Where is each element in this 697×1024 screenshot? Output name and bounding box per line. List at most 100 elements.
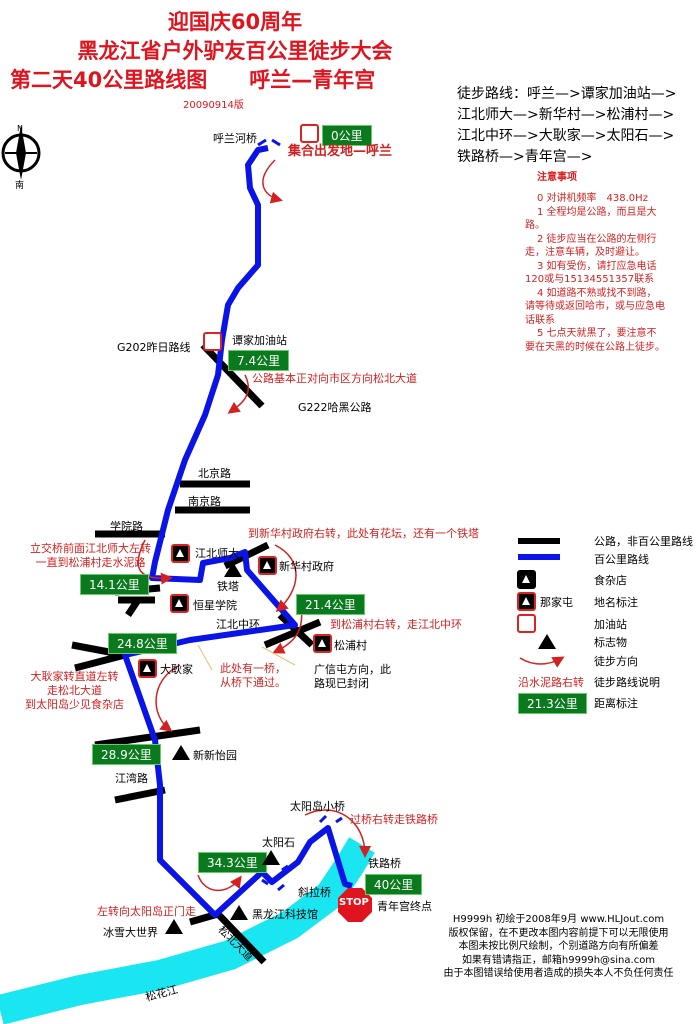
place-icon <box>258 556 277 575</box>
label-g222: G222哈黑公路 <box>298 401 372 414</box>
direction-arrow <box>137 539 173 585</box>
instruction-xinhua: 到新华村政府右转，此处有花坛，还有一个铁塔 <box>248 527 479 540</box>
hiking-route <box>122 145 353 918</box>
instruction-songpu: 到松浦村右转，走江北中环 <box>330 618 462 631</box>
landmark-icon <box>224 562 242 577</box>
footer-credits: H9999h 初绘于2008年9月 www.HLJout.com 版权保留，在不… <box>420 913 697 981</box>
direction-arrow <box>519 656 565 668</box>
road-2890 <box>94 726 201 749</box>
legend-sample: 沿水泥路右转 <box>518 676 584 689</box>
place-icon <box>313 634 332 653</box>
distance-40: 40公里 <box>365 874 423 895</box>
distance-34-3: 34.3公里 <box>198 852 267 873</box>
legend-label: 徒步方向 <box>594 655 638 668</box>
instruction-lijiao: 立交桥前面江北师大左转 一直到松浦村走水泥路 <box>30 542 151 569</box>
label-beijing-rd: 北京路 <box>198 467 231 480</box>
legend-label: 加油站 <box>594 618 627 631</box>
landmark-icon <box>230 905 248 920</box>
label-taiyangshi: 太阳石 <box>262 836 295 849</box>
gas-station-icon <box>517 614 536 633</box>
label-tanjia: 谭家加油站 <box>232 334 287 347</box>
notes-title: 注意事项 <box>537 172 577 183</box>
footer-line: 版权保留，在不更改本图内容前提下可以无限使用 <box>448 927 669 939</box>
route-line: 徒步路线：呼兰—>谭家加油站—> <box>457 86 677 102</box>
direction-arrow <box>262 159 283 204</box>
direction-arrows <box>137 159 371 892</box>
label-nanjing-rd: 南京路 <box>188 495 221 508</box>
route-line: 铁路桥—>青年宫—> <box>457 149 593 165</box>
compass-north: N <box>17 124 23 133</box>
note-item: 0 对讲机频率 438.0Hz <box>537 193 648 204</box>
note-item: 4 如道路不熟或找不到路，请等待或返回哈市，或与应急电话联系 <box>525 287 665 326</box>
landmark-icon <box>165 919 183 934</box>
distance-0: 0公里 <box>322 125 372 146</box>
route-line: 江北师大—>新华村—>松浦村—> <box>457 107 675 123</box>
legend-route-swatch <box>518 554 560 560</box>
footer-line: 如果有错请指正，邮箱h9999h@sina.com <box>461 954 656 966</box>
songhua-river <box>0 837 375 1024</box>
compass-icon <box>1 125 41 180</box>
instruction-taiyangdao: 左转向太阳岛正门走 <box>97 905 196 918</box>
label-hulan-bridge: 呼兰河桥 <box>213 132 257 145</box>
distance-7-4: 7.4公里 <box>228 350 290 371</box>
label-g202: G202昨日路线 <box>117 341 191 354</box>
legend-sample: 那家屯 <box>540 596 573 609</box>
legend-label: 标志物 <box>594 636 627 649</box>
bridge-marks <box>257 138 343 892</box>
distance-14-1: 14.1公里 <box>80 574 149 595</box>
label-bingxue: 冰雪大世界 <box>103 926 158 939</box>
label-jiangbei-shida: 江北师大 <box>195 547 239 560</box>
instruction-dageng: 大耿家转直道左转 走松北大道 到太阳岛少见食杂店 <box>25 670 124 711</box>
title-line-2: 黑龙江省户外驴友百公里徒步大会 <box>77 39 393 63</box>
label-taiyangdao-bridge: 太阳岛小桥 <box>290 800 345 813</box>
instruction-start: 集合出发地—呼兰 <box>288 144 393 159</box>
road-g202 <box>200 342 265 409</box>
note-item: 1 全程均是公路，而且是大路。 <box>525 206 657 232</box>
footer-line: 由于本图错误给使用者造成的损失本人不负任何责任 <box>443 968 674 979</box>
distance-28-9: 28.9公里 <box>92 744 161 765</box>
road-songbei <box>215 911 267 965</box>
direction-arrow <box>304 809 371 858</box>
label-dageng: 大耿家 <box>160 663 193 676</box>
direction-arrow <box>155 664 181 732</box>
label-xueyuan-rd: 学院路 <box>110 520 143 533</box>
label-xiela: 斜拉桥 <box>298 886 331 899</box>
legend-road-swatch <box>518 538 560 544</box>
place-icon <box>138 659 157 678</box>
legend-label: 距离标注 <box>594 697 638 710</box>
instruction-g222: 公路基本正对向市区方向松北大道 <box>252 372 417 385</box>
distance-24-8: 24.8公里 <box>108 633 177 654</box>
note-item: 3 如有受伤，请打应急电话120或与15134551357联系 <box>525 260 657 286</box>
legend-distance-sample: 21.3公里 <box>518 693 587 714</box>
place-icon <box>517 592 536 611</box>
gas-station-icon <box>203 332 222 351</box>
title-line-3: 第二天40公里路线图 呼兰—青年宫 <box>10 68 376 92</box>
legend-label: 公路，非百公里路线 <box>594 535 693 548</box>
footer-line: 本图未按比例尺绘制，个别道路方向有所偏差 <box>458 941 659 952</box>
route-line: 江北中环—>大耿家—>太阳石—> <box>457 128 675 144</box>
instruction-bridge: 此处有一桥， 从桥下通过。 <box>220 662 286 689</box>
label-guangxin: 广信屯方向，此 路现已封闭 <box>314 663 391 690</box>
legend-label: 徒步路线说明 <box>594 676 660 689</box>
label-songpu: 松浦村 <box>334 639 367 652</box>
legend-label: 百公里路线 <box>594 553 649 566</box>
stop-sign-icon <box>338 888 372 922</box>
note-item: 2 徒步应当在公路的左侧行走，注意车辆，及时避让。 <box>525 233 657 259</box>
store-icon <box>517 570 536 589</box>
label-tieta: 铁塔 <box>217 580 239 593</box>
landmark-icon <box>172 745 190 760</box>
version-label: 20090914版 <box>183 100 244 111</box>
road-songpu-b <box>277 612 315 648</box>
label-end: 青年宫终点 <box>377 900 432 913</box>
leader-lines <box>197 644 296 671</box>
compass-south: 南 <box>15 181 25 191</box>
label-tielu-bridge: 铁路桥 <box>368 857 401 870</box>
stop-label: STOP <box>339 897 369 908</box>
notes-list: 0 对讲机频率 438.0Hz 1 全程均是公路，而且是大路。 2 徒步应当在公… <box>525 192 665 354</box>
road-dageng-b <box>74 651 126 672</box>
landmark-icon <box>538 634 556 649</box>
title-line-1: 迎国庆60周年 <box>167 10 303 34</box>
direction-arrow <box>197 874 242 892</box>
footer-line: H9999h 初绘于2008年9月 www.HLJout.com <box>452 914 665 925</box>
